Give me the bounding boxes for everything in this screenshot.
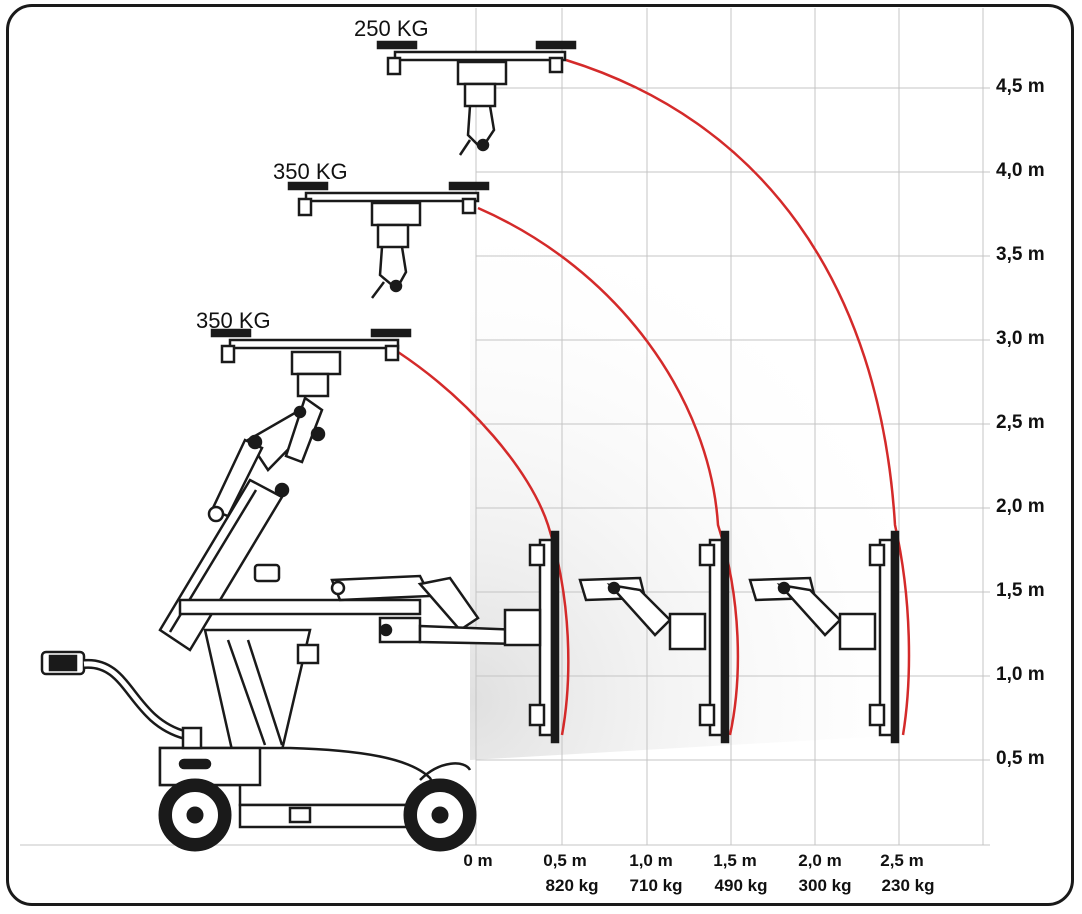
y-label: 4,5 m bbox=[996, 76, 1045, 97]
reach-shading bbox=[470, 120, 905, 760]
reach-arcs bbox=[397, 58, 911, 736]
vertical-pad-mid bbox=[698, 530, 730, 744]
control-handle bbox=[40, 650, 203, 750]
suction-head-middle bbox=[287, 181, 490, 299]
y-label: 3,5 m bbox=[996, 244, 1045, 265]
x-distance-label: 2,0 m bbox=[798, 851, 841, 870]
y-label: 3,0 m bbox=[996, 328, 1045, 349]
x-distance-label: 0 m bbox=[463, 851, 492, 870]
reach-arc-middle bbox=[477, 206, 740, 736]
x-distance-label: 0,5 m bbox=[543, 851, 586, 870]
x-distance-label: 2,5 m bbox=[880, 851, 923, 870]
x-axis-labels: 0 m 0,5 m 1,0 m 1,5 m 2,0 m 2,5 m 820 kg… bbox=[463, 851, 934, 895]
y-axis-labels: 4,5 m 4,0 m 3,5 m 3,0 m 2,5 m 2,0 m 1,5 … bbox=[996, 76, 1045, 769]
y-label: 1,0 m bbox=[996, 664, 1045, 685]
x-distance-label: 1,0 m bbox=[629, 851, 672, 870]
capacity-caption-middle: 350 KG bbox=[273, 159, 348, 184]
vertical-pad-near bbox=[503, 530, 560, 744]
top-capacity-captions: 250 KG 350 KG 350 KG bbox=[196, 16, 429, 333]
arm-mid bbox=[578, 576, 707, 651]
x-capacity-label: 300 kg bbox=[799, 876, 852, 895]
capacity-caption-top: 250 KG bbox=[354, 16, 429, 41]
boom-horizontal bbox=[178, 574, 522, 646]
reach-arc-outer bbox=[565, 58, 911, 736]
suction-head-top bbox=[376, 40, 577, 156]
wheel-rear bbox=[158, 778, 232, 852]
mast bbox=[203, 628, 320, 752]
x-capacity-label: 230 kg bbox=[882, 876, 935, 895]
vertical-pad-far bbox=[868, 530, 900, 744]
x-distance-label: 1,5 m bbox=[713, 851, 756, 870]
y-label: 2,5 m bbox=[996, 412, 1045, 433]
reach-arc-inner bbox=[397, 350, 570, 736]
wheel-front bbox=[403, 778, 477, 852]
y-label: 2,0 m bbox=[996, 496, 1045, 517]
x-capacity-label: 820 kg bbox=[546, 876, 599, 895]
y-label: 0,5 m bbox=[996, 748, 1045, 769]
x-capacity-label: 490 kg bbox=[715, 876, 768, 895]
arm-far bbox=[748, 576, 877, 651]
grid bbox=[20, 8, 990, 846]
x-capacity-label: 710 kg bbox=[630, 876, 683, 895]
y-label: 1,5 m bbox=[996, 580, 1045, 601]
y-label: 4,0 m bbox=[996, 160, 1045, 181]
suction-head-low bbox=[210, 328, 412, 398]
